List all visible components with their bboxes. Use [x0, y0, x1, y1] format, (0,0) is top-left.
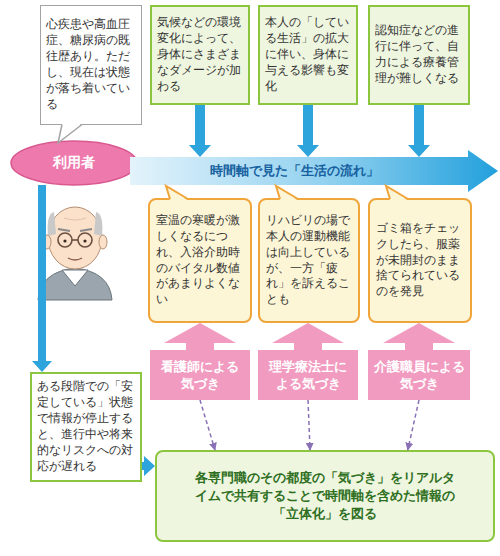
person-figure [38, 207, 112, 300]
change-box: 本人の「している生活」の拡大に伴い、身体に与える影響も変化 [258, 5, 358, 105]
bubble-tail [276, 186, 298, 201]
flow-arrow [32, 185, 52, 372]
professional-box: 理学療法士による気づき [258, 350, 358, 400]
block-arrow [383, 323, 455, 350]
block-arrow [164, 323, 236, 350]
bubble-tail [386, 186, 408, 201]
professional-box: 看護師による気づき [150, 350, 250, 400]
block-arrow [272, 323, 344, 350]
node-text: 本人の「している生活」の拡大に伴い、身体に与える影響も変化 [265, 15, 351, 94]
observation-bubble: ゴミ箱をチェックしたら、服薬が未開封のまま捨てられているのを発見 [368, 198, 472, 323]
observation-bubble: 室温の寒暖が激しくなるにつれ、入浴介助時のバイタル数値があまりよくない [148, 198, 252, 323]
conclusion-box: 各専門職のその都度の「気づき」をリアルタイムで共有することで時間軸を含めた情報の… [155, 450, 495, 542]
node-text: 理学療法士による気づき [263, 358, 353, 393]
down-arrow [408, 105, 430, 157]
node-text: 時間軸で見た「生活の流れ」 [210, 162, 379, 180]
change-box: 気候などの環境変化によって、身体にさまざまなダメージが加わる [150, 5, 250, 105]
bubble-tail [166, 186, 188, 201]
condition-note: 心疾患や高血圧症、糖尿病の既往歴あり。ただし、現在は状態が落ち着いている [40, 5, 142, 125]
down-arrow [297, 105, 319, 157]
timeline-arrow: 時間軸で見た「生活の流れ」 [130, 150, 498, 192]
flow-arrow [142, 456, 155, 476]
change-box: 認知症などの進行に伴って、自力による療養管理が難しくなる [368, 5, 470, 105]
node-text: ゴミ箱をチェックしたら、服薬が未開封のまま捨てられているのを発見 [376, 221, 464, 300]
dashed-arrow [200, 400, 215, 450]
node-text: 看護師による気づき [155, 358, 245, 393]
user-ellipse: 利用者 [10, 140, 138, 186]
note-tail [58, 123, 82, 143]
node-text: 気候などの環境変化によって、身体にさまざまなダメージが加わる [157, 15, 243, 94]
dashed-arrow [308, 400, 310, 450]
node-text: ある段階での「安定している」状態で情報が停止すると、進行中や将来的なリスクへの対… [37, 379, 135, 474]
down-arrow [189, 105, 211, 157]
node-text: 利用者 [53, 153, 95, 172]
node-text: 室温の寒暖が激しくなるにつれ、入浴介助時のバイタル数値があまりよくない [156, 213, 244, 308]
node-text: 介護職員による気づき [373, 358, 465, 393]
node-text: リハビリの場で本人の運動機能は向上しているが、一方「疲れ」を訴えることも [266, 213, 352, 308]
warning-box: ある段階での「安定している」状態で情報が停止すると、進行中や将来的なリスクへの対… [30, 372, 142, 482]
node-text: 各専門職のその都度の「気づき」をリアルタイムで共有することで時間軸を含めた情報の… [194, 469, 456, 523]
dashed-arrow [408, 400, 419, 450]
node-text: 心疾患や高血圧症、糖尿病の既往歴あり。ただし、現在は状態が落ち着いている [46, 17, 136, 112]
professional-box: 介護職員による気づき [368, 350, 470, 400]
observation-bubble: リハビリの場で本人の運動機能は向上しているが、一方「疲れ」を訴えることも [258, 198, 360, 323]
node-text: 認知症などの進行に伴って、自力による療養管理が難しくなる [375, 23, 463, 86]
